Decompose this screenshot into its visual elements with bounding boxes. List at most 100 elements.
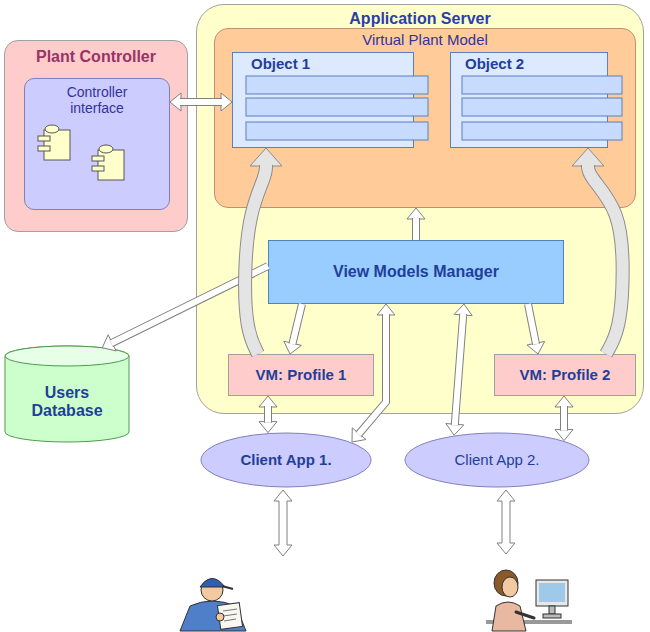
connector-body bbox=[528, 304, 536, 344]
worker-head bbox=[201, 579, 223, 601]
arrow-head bbox=[259, 396, 277, 407]
arrow-head bbox=[259, 422, 277, 433]
component-tab bbox=[92, 166, 104, 171]
arrow-head bbox=[377, 304, 395, 315]
arrow-head bbox=[446, 424, 464, 436]
connector-outline bbox=[528, 304, 536, 344]
connector bbox=[284, 304, 302, 354]
node-label: VM: Profile 1 bbox=[256, 366, 347, 383]
connector-body bbox=[180, 99, 222, 105]
woman-body bbox=[492, 602, 526, 631]
worker-cap-brim bbox=[222, 586, 233, 589]
connector-body bbox=[561, 406, 567, 431]
connector-outline bbox=[455, 314, 463, 425]
user-arrow bbox=[274, 490, 292, 556]
office-figure bbox=[486, 570, 572, 631]
component-tab bbox=[92, 156, 104, 161]
woman-hair bbox=[494, 570, 518, 596]
node-label: Object 1 bbox=[251, 55, 310, 72]
node-label: Client App 2. bbox=[454, 451, 539, 468]
monitor-screen bbox=[539, 583, 565, 602]
object-box: Object 2 bbox=[450, 52, 608, 148]
woman-arm bbox=[516, 612, 534, 618]
arrow-head bbox=[527, 341, 545, 354]
connector-outline bbox=[180, 98, 222, 106]
monitor-base bbox=[543, 614, 561, 618]
arrow-head bbox=[407, 208, 425, 219]
field-bar bbox=[462, 76, 622, 94]
node-label: VM: Profile 2 bbox=[520, 366, 611, 383]
connector-outline bbox=[245, 165, 266, 354]
cylinder-body bbox=[5, 346, 129, 442]
connector bbox=[527, 304, 545, 354]
connector bbox=[555, 396, 573, 441]
connector bbox=[259, 396, 277, 433]
monitor-stand bbox=[549, 606, 555, 614]
connector-outline bbox=[111, 266, 268, 343]
object-fields bbox=[246, 76, 622, 140]
database-cylinder: Users Database bbox=[4, 346, 130, 442]
component-icon bbox=[92, 145, 124, 180]
client-ellipse: Client App 1. bbox=[200, 432, 372, 488]
connector bbox=[170, 93, 232, 111]
connector bbox=[102, 266, 268, 351]
arrow-head bbox=[250, 148, 282, 166]
connector-body bbox=[111, 266, 268, 343]
node-label: Virtual Plant Model bbox=[362, 31, 488, 48]
desk bbox=[486, 620, 572, 624]
connector-outline bbox=[588, 165, 623, 354]
connector bbox=[407, 208, 425, 240]
component-tab bbox=[38, 136, 50, 141]
component-tab bbox=[38, 146, 50, 151]
connector bbox=[245, 148, 282, 354]
connector-body bbox=[358, 314, 386, 434]
client-ellipse: Client App 2. bbox=[404, 432, 590, 488]
arrow-head bbox=[454, 304, 472, 316]
field-bar bbox=[246, 76, 428, 94]
node-label: Users Database bbox=[17, 384, 117, 421]
model-region: Virtual Plant ModelObject 1 Object 2 bbox=[214, 28, 636, 208]
field-bar bbox=[246, 98, 428, 116]
component-icon bbox=[38, 125, 70, 160]
connector-body bbox=[265, 406, 271, 423]
arrow-head bbox=[572, 148, 604, 166]
ellipse-shape bbox=[405, 433, 589, 487]
component-body bbox=[98, 150, 124, 180]
component-body bbox=[44, 130, 70, 160]
arrow-head bbox=[170, 93, 181, 111]
node-label: Controller interface bbox=[42, 84, 152, 116]
connector-body bbox=[292, 304, 302, 344]
node-label: View Models Manager bbox=[333, 263, 499, 281]
arrow-head bbox=[352, 428, 366, 442]
connector-outline bbox=[292, 304, 302, 344]
worker-figure bbox=[180, 579, 246, 632]
arrow-head bbox=[555, 430, 573, 441]
monitor bbox=[536, 580, 568, 606]
worker-hand bbox=[216, 613, 224, 621]
worker-cap bbox=[200, 579, 225, 588]
server-region: Application ServerVirtual Plant ModelObj… bbox=[196, 4, 644, 414]
arrow-head bbox=[102, 335, 116, 351]
ellipse-shape bbox=[201, 433, 371, 487]
field-bar bbox=[462, 98, 622, 116]
connector-body bbox=[588, 165, 623, 354]
connector-outline bbox=[358, 314, 386, 434]
connector bbox=[572, 148, 623, 354]
arrow-head bbox=[284, 341, 302, 354]
interface-box: Controller interface bbox=[24, 78, 170, 210]
profile-box: VM: Profile 1 bbox=[228, 354, 374, 396]
connector bbox=[352, 304, 395, 442]
connector-outline bbox=[412, 218, 420, 240]
connector-outline bbox=[560, 406, 568, 431]
node-label: Object 2 bbox=[465, 55, 524, 72]
arrow-head bbox=[555, 396, 573, 407]
manager-box: View Models Manager bbox=[268, 240, 564, 304]
profile-box: VM: Profile 2 bbox=[494, 354, 636, 396]
node-label: Plant Controller bbox=[36, 48, 156, 66]
worker-body bbox=[180, 601, 246, 631]
component-port bbox=[45, 125, 59, 133]
connector-body bbox=[455, 314, 463, 425]
connector bbox=[446, 304, 472, 435]
object-box: Object 1 bbox=[232, 52, 414, 148]
